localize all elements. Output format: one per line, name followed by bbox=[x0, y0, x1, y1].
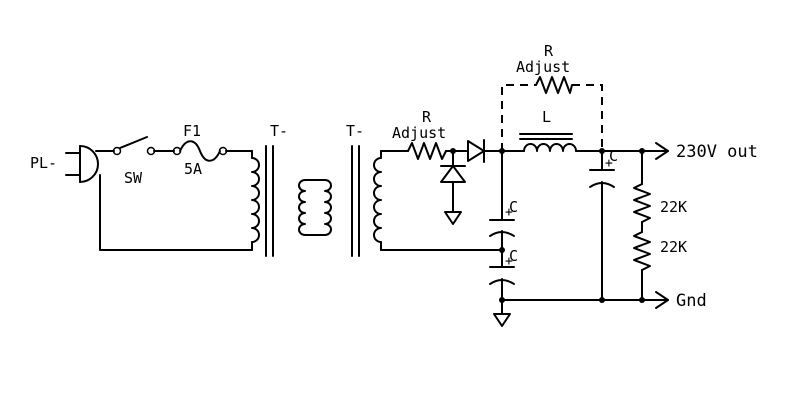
output-label: 230V out bbox=[676, 142, 758, 162]
divider-bottom-label: 22K bbox=[660, 238, 687, 256]
resistor-adjust-bypass bbox=[535, 76, 573, 94]
cap-2-label: C bbox=[509, 247, 518, 265]
plug-label: PL- bbox=[30, 154, 57, 172]
ground-arrow bbox=[655, 291, 669, 309]
inductor-label: L bbox=[542, 108, 551, 126]
ground-label: Gnd bbox=[676, 291, 707, 311]
fuse-f1 bbox=[172, 140, 228, 162]
capacitor-output bbox=[589, 150, 615, 301]
resistor-1-label: R bbox=[422, 108, 432, 126]
coupling-coil bbox=[298, 179, 332, 236]
cap-1-label: C bbox=[509, 198, 518, 216]
junction-cap-mid bbox=[499, 247, 505, 253]
transformer-2 bbox=[351, 145, 382, 257]
resistor-2-note: Adjust bbox=[516, 58, 570, 76]
fuse-rating: 5A bbox=[184, 160, 202, 178]
transformer-1-label: T- bbox=[270, 122, 288, 140]
resistor-1-note: Adjust bbox=[392, 124, 446, 142]
bypass-dashed-path bbox=[501, 84, 603, 151]
cap-1-plus: + bbox=[505, 205, 513, 220]
cap-3-plus: + bbox=[605, 156, 613, 171]
switch-sw bbox=[112, 136, 156, 156]
shunt-diode bbox=[440, 150, 466, 213]
divider-resistor-top bbox=[633, 150, 651, 233]
cap-2-plus: + bbox=[505, 254, 513, 269]
resistor-adjust-input bbox=[407, 142, 447, 160]
series-diode bbox=[467, 139, 485, 163]
divider-top-label: 22K bbox=[660, 198, 687, 216]
switch-label: SW bbox=[124, 169, 143, 187]
capacitor-input-bottom bbox=[489, 266, 515, 315]
transformer-2-label: T- bbox=[346, 122, 364, 140]
divider-resistor-bottom bbox=[633, 231, 651, 301]
fuse-label: F1 bbox=[183, 122, 201, 140]
transformer-1 bbox=[251, 145, 274, 257]
resistor-2-label: R bbox=[544, 42, 554, 60]
ground-symbol-main bbox=[493, 313, 511, 327]
mains-plug bbox=[65, 145, 99, 183]
ground-symbol-zener bbox=[444, 211, 462, 225]
cap-3-label: C bbox=[609, 147, 618, 165]
wire-return-primary bbox=[99, 174, 253, 251]
inductor-l bbox=[519, 133, 577, 152]
output-arrow bbox=[655, 142, 669, 160]
